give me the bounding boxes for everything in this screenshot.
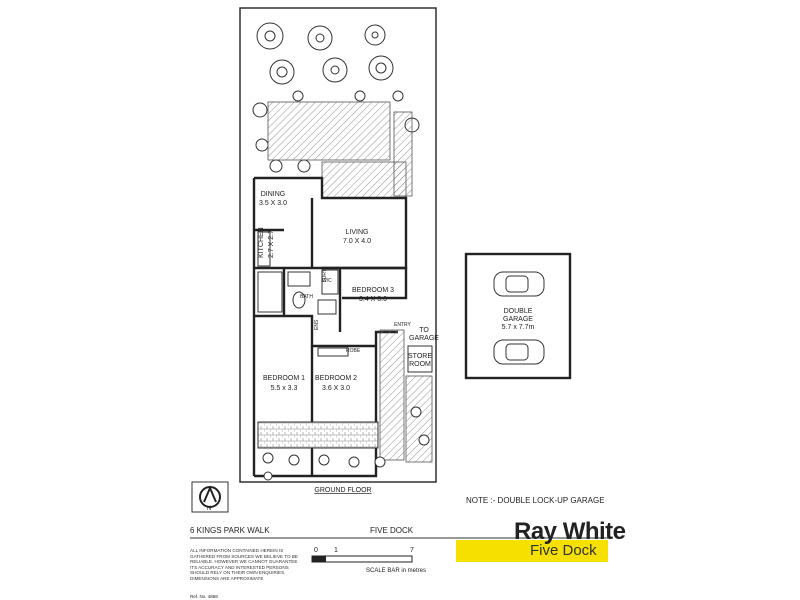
fixtures <box>257 231 433 373</box>
car-icon <box>493 271 545 365</box>
ref-number: Ref. No. 4868 <box>190 594 218 599</box>
dining-label: DINING <box>261 191 286 198</box>
north-compass <box>191 481 229 513</box>
address: 6 KINGS PARK WALK <box>190 526 270 535</box>
kitchen-size: 2.7 X 2.7 <box>268 230 275 258</box>
bath-label: BATH <box>300 294 313 300</box>
ldry-label: LDRY <box>322 268 328 282</box>
entry-label: ENTRY <box>394 322 412 328</box>
site-boundary <box>239 7 437 483</box>
courtyard-paving <box>321 161 407 199</box>
scale-bar <box>311 555 413 563</box>
garage-note: NOTE :- DOUBLE LOCK-UP GARAGE <box>466 496 605 505</box>
driveway-strip <box>405 375 433 463</box>
disclaimer-text: ALL INFORMATION CONTAINED HEREIN IS GATH… <box>190 548 298 581</box>
scale-tick-0: 0 <box>314 547 318 554</box>
north-label: N <box>207 506 211 512</box>
living-label: LIVING <box>346 229 369 236</box>
bedroom2-label: BEDROOM 2 <box>315 375 357 382</box>
brand-bar <box>456 540 608 562</box>
to-garage-label-2: GARAGE <box>409 335 439 342</box>
bedroom2-size: 3.6 X 3.0 <box>322 385 350 392</box>
living-size: 7.0 X 4.0 <box>343 238 371 245</box>
garage-size: 5.7 x 7.7m <box>502 324 535 331</box>
store-label-2: ROOM <box>409 361 431 368</box>
front-garden <box>257 406 430 481</box>
garage-label-2: GARAGE <box>503 316 533 323</box>
paved-area <box>267 101 391 161</box>
front-path <box>379 329 405 461</box>
store-label: STORE <box>408 353 432 360</box>
garage-outline <box>464 252 572 380</box>
bedroom1-size: 5.5 x 3.3 <box>271 385 298 392</box>
brand-office: Five Dock <box>530 542 597 559</box>
robe-label: ROBE <box>346 348 361 354</box>
garage-label: DOUBLE <box>504 308 533 315</box>
side-path <box>393 111 413 197</box>
bedroom3-label: BEDROOM 3 <box>352 287 394 294</box>
garden-trees <box>252 22 420 173</box>
scale-tick-1: 1 <box>334 547 338 554</box>
kitchen-label: KITCHEN <box>258 227 265 258</box>
bedroom1-label: BEDROOM 1 <box>263 375 305 382</box>
wc-label: W/C <box>322 278 332 284</box>
dining-size: 3.5 X 3.0 <box>259 200 287 207</box>
scale-tick-7: 7 <box>410 547 414 554</box>
brand-logo: Ray White <box>514 518 626 545</box>
to-garage-label: TO <box>419 327 429 334</box>
ens-label: ENS <box>314 319 320 330</box>
floor-label: GROUND FLOOR <box>314 487 371 494</box>
scale-label: SCALE BAR in metres <box>366 568 426 574</box>
suburb: FIVE DOCK <box>370 526 414 535</box>
bedroom3-size: 3.4 X 3.0 <box>359 296 387 303</box>
